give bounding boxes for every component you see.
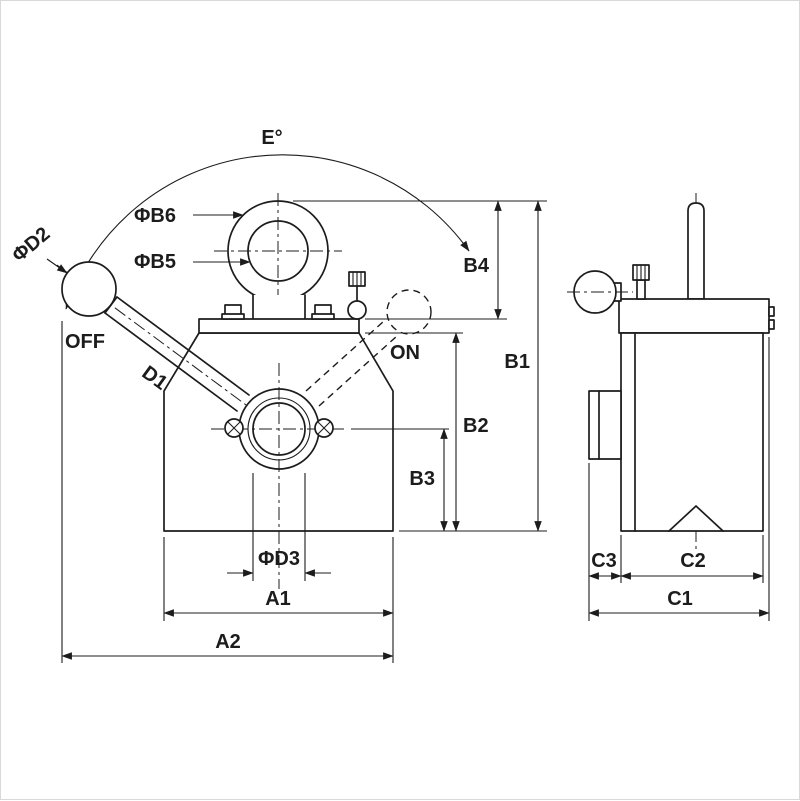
plate-bolt-right [311, 304, 335, 320]
label-a2: A2 [215, 631, 241, 653]
pin-head-circle [347, 300, 367, 320]
plate-right-tab [768, 306, 775, 317]
label-b4: B4 [463, 255, 489, 277]
eye-boss-mask [253, 295, 305, 319]
on-knob-phantom-circle [386, 289, 432, 335]
front-view [56, 154, 470, 589]
side-locking-pin [632, 264, 650, 300]
lever-swing-arc [65, 154, 470, 310]
label-b1: B1 [504, 351, 530, 373]
label-phi-b6: ΦB6 [134, 205, 176, 227]
label-off: OFF [65, 331, 105, 353]
label-phi-b5: ΦB5 [134, 251, 176, 273]
on-lever-edge [318, 335, 398, 407]
plate-right-tab [768, 319, 775, 330]
screw-slot [227, 421, 241, 435]
label-phi-d3: ΦD3 [258, 548, 300, 570]
bolt-washer [221, 313, 245, 320]
top-plate [198, 318, 360, 334]
lever-edge-lower [104, 312, 238, 412]
hub-screw-right [314, 418, 334, 438]
bolt-washer [311, 313, 335, 320]
dimensions [46, 200, 770, 663]
label-c2: C2 [680, 550, 706, 572]
label-c3: C3 [591, 550, 617, 572]
knob-flat-chord [104, 296, 118, 314]
side-view [567, 193, 775, 549]
side-pivot-boss [588, 390, 622, 460]
bottom-v-groove [668, 504, 724, 532]
labels: E° ΦB6 ΦB5 ΦD2 OFF D1 ON B4 B1 B2 B3 ΦD3… [8, 127, 706, 653]
label-b3: B3 [409, 468, 435, 490]
side-top-plate [618, 298, 770, 334]
screw-slot [317, 421, 331, 435]
eye-stem [687, 202, 705, 300]
label-a1: A1 [265, 588, 291, 610]
label-b2: B2 [463, 415, 489, 437]
locking-pin [347, 271, 367, 320]
plate-bolt-left [221, 304, 245, 320]
phi-d2-leader [46, 258, 68, 274]
hub-screw-left [224, 418, 244, 438]
side-body [620, 332, 764, 532]
lever-knob-circle [61, 261, 117, 317]
pin-stem [636, 279, 646, 300]
lever-edge-upper [116, 296, 250, 396]
label-c1: C1 [667, 588, 693, 610]
label-on: ON [390, 342, 420, 364]
label-phi-d2: ΦD2 [8, 223, 54, 267]
label-e-angle: E° [261, 127, 282, 149]
